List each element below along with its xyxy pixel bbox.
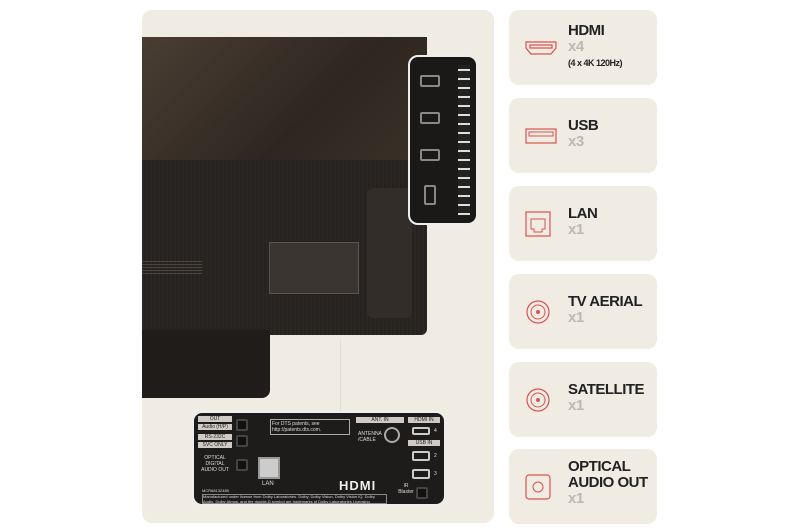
satellite-icon <box>526 387 550 412</box>
out-label: OUT <box>198 416 232 422</box>
tv-screen-back <box>142 37 427 162</box>
hdmi-port <box>420 112 440 124</box>
feature-title: SATELLITE <box>568 381 645 398</box>
usb-in-label: USB IN <box>408 440 440 446</box>
feature-count: x1 <box>568 397 584 414</box>
lan-label: LAN <box>262 481 274 487</box>
ir-jack <box>416 487 428 499</box>
usb-port-3 <box>412 469 430 479</box>
hdmi-port <box>420 75 440 87</box>
feature-subtitle: (4 x 4K 120Hz) <box>568 58 623 68</box>
rear-port-panel <box>269 242 359 294</box>
leader-line <box>340 340 341 412</box>
side-port-housing <box>367 188 412 318</box>
antenna-label: ANTENNA /CABLE <box>358 431 382 443</box>
optical-icon <box>525 473 551 500</box>
usb-port-2 <box>412 451 430 461</box>
port-2-label: 2 <box>434 453 437 459</box>
optical-label: OPTICAL DIGITAL AUDIO OUT <box>201 455 229 473</box>
rs232-label: RS-232C <box>198 434 232 440</box>
ir-label: IR Blaster <box>398 483 414 495</box>
feature-count: x4 <box>568 38 584 55</box>
feature-title: TV AERIAL <box>568 293 643 310</box>
svc-label: SVC ONLY <box>198 442 232 448</box>
side-ports-closeup <box>408 55 478 225</box>
rs232-jack <box>236 435 248 447</box>
feature-title: USB <box>568 117 599 134</box>
hdmi-port <box>420 149 440 161</box>
ant-in-label: ANT. IN <box>356 417 404 423</box>
port-4-label: 4 <box>434 428 437 434</box>
license-text: Manufactured under license from Dolby La… <box>202 494 387 504</box>
coax-icon <box>526 299 550 324</box>
feature-title: LAN <box>568 205 598 222</box>
port-3-label: 3 <box>434 471 437 477</box>
feature-count: x1 <box>568 490 584 507</box>
audio-label: Audio (H/P) <box>198 424 232 430</box>
usb-icon <box>525 127 557 144</box>
hdmi-icon <box>525 40 557 55</box>
bottom-ports-closeup: OUT Audio (H/P) RS-232C SVC ONLY OPTICAL… <box>192 411 446 506</box>
lan-icon <box>525 210 551 237</box>
feature-count: x1 <box>568 221 584 238</box>
hdmi-logo: HDMI <box>339 478 377 493</box>
antenna-port <box>384 427 400 443</box>
audio-jack <box>236 419 248 431</box>
label-strip <box>458 65 470 215</box>
feature-title: OPTICAL AUDIO OUT <box>568 458 648 491</box>
hdmi-in-label: HDMI IN <box>408 417 440 423</box>
vent <box>142 260 202 274</box>
dts-notice: For DTS patents, see http://patents.dts.… <box>270 419 350 435</box>
lan-port <box>258 457 280 479</box>
hdmi-port-4 <box>412 427 430 435</box>
feature-count: x1 <box>568 309 584 326</box>
optical-jack <box>236 459 248 471</box>
feature-title: HDMI <box>568 22 605 39</box>
feature-count: x3 <box>568 133 584 150</box>
model-number: MCR68132485 <box>202 488 229 493</box>
tv-stand <box>142 330 270 398</box>
usb-port <box>424 185 436 205</box>
tv-rear-image: OUT Audio (H/P) RS-232C SVC ONLY OPTICAL… <box>142 10 494 523</box>
